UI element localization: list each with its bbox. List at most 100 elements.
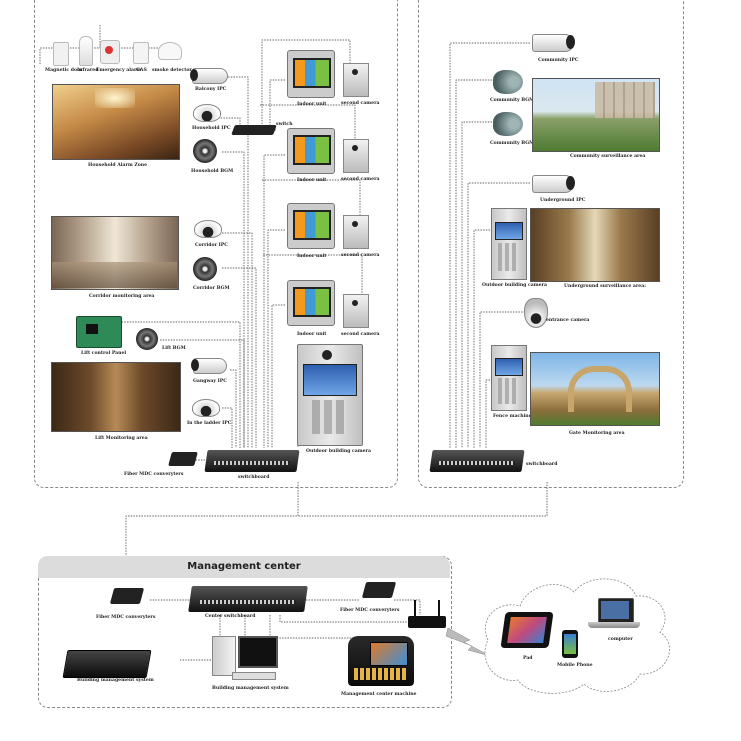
corridor-photo-floor <box>52 262 177 288</box>
fence-machine-screen <box>495 358 523 376</box>
lift-area-label: Lift Monitoring area <box>95 436 148 441</box>
fiber-converter-icon <box>168 452 198 466</box>
underground-photo <box>530 208 660 282</box>
second-camera-1-label: second camera <box>341 101 380 106</box>
pc-tower-icon <box>212 636 236 676</box>
dome-camera-icon <box>194 220 222 238</box>
gate-photo-arch <box>568 366 632 412</box>
indoor-unit-3-label: Indoor unit <box>297 254 327 259</box>
lift-bgm-label: Lift BGM <box>162 346 186 351</box>
switchboard-right-label: switchboard <box>526 462 558 467</box>
management-title: Management center <box>38 556 450 578</box>
fiber-converter-icon <box>361 582 397 598</box>
second-camera-2 <box>343 139 369 173</box>
household-photo <box>52 84 180 160</box>
indoor-unit-2-screen <box>293 135 331 165</box>
gangway-ipc-label: Gangway IPC <box>193 379 227 384</box>
lift-control-panel-chip <box>86 324 98 334</box>
indoor-unit-4-screen <box>293 287 331 317</box>
household-bgm-label: Household BGM <box>191 169 234 174</box>
community-bgm-1-label: Community BGM <box>490 98 535 103</box>
network-switch-icon <box>231 125 277 135</box>
speaker-icon <box>193 257 217 281</box>
router-antenna-1 <box>414 600 416 616</box>
fence-machine-keypad <box>498 378 518 404</box>
dome-camera-icon <box>193 104 221 122</box>
household-alarm-zone-label: Household Alarm Zone <box>88 163 148 168</box>
dome-camera-icon <box>192 399 220 417</box>
outdoor-camera-screen <box>495 222 523 240</box>
speed-dome-camera-icon <box>524 298 548 328</box>
router-antenna-2 <box>438 600 440 616</box>
pad-label: Pad <box>523 656 533 661</box>
indoor-unit-2-label: Indoor unit <box>297 178 327 183</box>
gas-sensor <box>133 42 149 64</box>
indoor-unit-1-screen <box>293 58 331 88</box>
sensor-label-magnetic-door: Magnetic door <box>45 68 83 73</box>
fiber-converter-icon <box>109 588 145 604</box>
mgmt-fiber-left-label: Fiber MDC converyters <box>96 615 156 620</box>
computer-label: computer <box>608 637 633 642</box>
community-photo-buildings <box>595 82 655 118</box>
tablet-screen <box>507 617 547 643</box>
underground-area-label: Underground surveillance area: <box>564 284 646 289</box>
switchboard-ports <box>214 461 290 465</box>
speaker-icon <box>193 139 217 163</box>
household-photo-light <box>95 88 135 108</box>
management-machine-screen <box>370 642 408 666</box>
camera-lens <box>566 176 575 190</box>
fiber-left-label: Fiber MDC converyters <box>124 472 184 477</box>
second-camera-2-lens <box>352 145 358 151</box>
laptop-screen <box>601 601 629 619</box>
second-camera-3-lens <box>352 221 358 227</box>
speaker-icon <box>136 328 158 350</box>
lift-control-panel <box>76 316 122 348</box>
community-ipc-label: Community IPC <box>538 58 579 63</box>
underground-ipc-label: Underground IPC <box>540 198 586 203</box>
second-camera-4 <box>343 294 369 328</box>
pc-keyboard-icon <box>232 672 276 680</box>
sensor-label-gas: GAS <box>136 68 147 73</box>
outdoor-camera-left-label: Outdoor building camera <box>306 449 371 454</box>
phone-screen <box>564 634 576 654</box>
indoor-unit-4-label: Indoor unit <box>297 332 327 337</box>
ladder-ipc-label: In the ladder IPC <box>187 421 232 426</box>
corridor-bgm-label: Corridor BGM <box>193 286 230 291</box>
management-machine-keys <box>354 668 406 680</box>
phone-label: Mobile Phone <box>557 663 593 668</box>
center-switchboard-icon <box>188 586 308 612</box>
second-camera-4-lens <box>352 300 358 306</box>
gate-area-label: Gate Monitoring area <box>569 431 625 436</box>
outdoor-camera-right-label: Outdoor building camera <box>482 283 547 288</box>
entrance-camera-label: entrance camera <box>546 318 590 323</box>
second-camera-3 <box>343 215 369 249</box>
second-camera-1-lens <box>352 69 358 75</box>
lift-photo <box>51 362 181 432</box>
mgmt-fiber-right-label: Fiber MDC converyters <box>340 608 400 613</box>
switchboard-ports <box>439 461 515 465</box>
server-icon <box>62 650 152 678</box>
emergency-alarm-button <box>105 46 113 54</box>
fence-machine-label: Fence machine <box>493 414 532 419</box>
outdoor-camera-keypad <box>498 243 518 271</box>
sensor-label-infrared: Infrared <box>77 68 99 73</box>
camera-lens <box>191 359 199 371</box>
horn-speaker-icon <box>493 70 523 94</box>
outdoor-camera-screen <box>303 364 357 396</box>
lift-panel-label: Lift control Panel <box>81 351 127 356</box>
indoor-unit-3-screen <box>293 210 331 240</box>
center-switchboard-label: Center switchboard <box>205 614 256 619</box>
household-ipc-label: Household IPC <box>192 126 231 131</box>
center-switchboard-ports <box>200 600 296 604</box>
switch-label: switch <box>276 122 293 127</box>
infrared-sensor <box>79 36 93 66</box>
second-camera-4-label: second camera <box>341 332 380 337</box>
router-icon <box>408 616 446 628</box>
indoor-unit-1-label: Indoor unit <box>297 102 327 107</box>
pc-monitor-icon <box>238 636 278 668</box>
magnetic-door-sensor <box>53 42 69 66</box>
second-camera-1 <box>343 63 369 97</box>
switchboard-left-label: switchboard <box>238 475 270 480</box>
horn-speaker-icon <box>493 112 523 136</box>
gate-photo <box>530 352 660 426</box>
